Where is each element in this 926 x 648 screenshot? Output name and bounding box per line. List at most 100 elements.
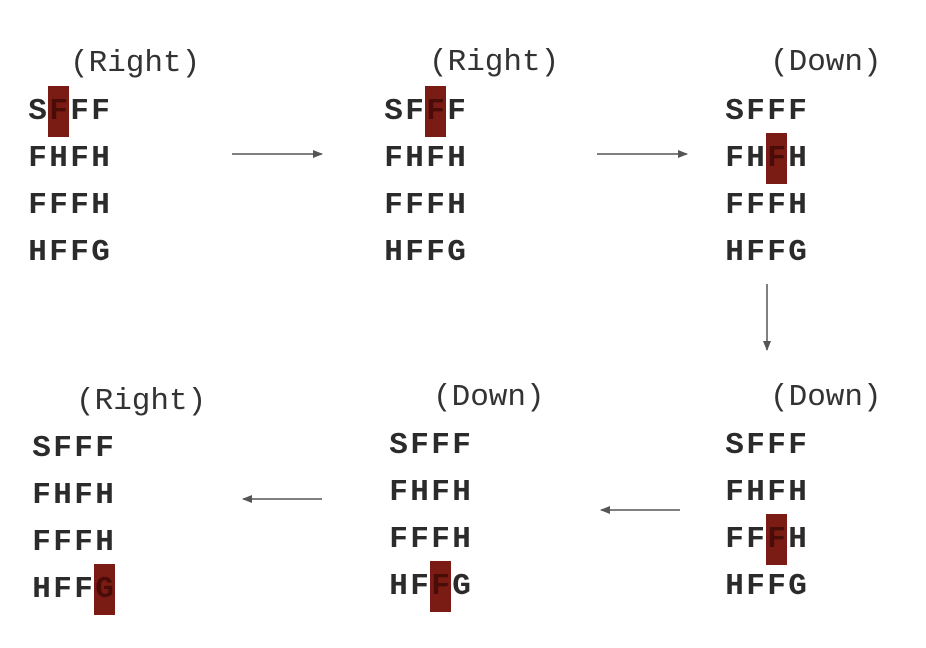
grid-cell: F (725, 522, 744, 557)
grid-cell: S (28, 94, 47, 129)
grid-cell: G (788, 569, 807, 604)
grid-cell: H (452, 475, 471, 510)
step-2-action: (Right) (429, 45, 560, 80)
grid-cell: S (389, 428, 408, 463)
grid-cell: F (725, 141, 744, 176)
grid-cell: F (95, 431, 114, 466)
grid-cell: F (384, 141, 403, 176)
grid-cell: H (788, 188, 807, 223)
agent-position-cell: F (430, 563, 451, 610)
grid-cell: F (70, 235, 89, 270)
grid-cell: F (28, 141, 47, 176)
step-4-action: (Down) (770, 380, 882, 415)
grid-cell: S (725, 94, 744, 129)
grid-cell: F (49, 235, 68, 270)
grid-cell: F (431, 522, 450, 557)
grid-cell: H (725, 235, 744, 270)
grid-cell: F (426, 188, 445, 223)
grid-cell: F (788, 94, 807, 129)
grid-cell: S (32, 431, 51, 466)
grid-cell: F (49, 188, 68, 223)
grid-cell: F (788, 428, 807, 463)
grid-cell: F (746, 428, 765, 463)
grid-cell: F (410, 428, 429, 463)
grid-cell: F (426, 235, 445, 270)
grid-cell: H (452, 522, 471, 557)
grid-cell: F (410, 569, 429, 604)
grid-cell: F (70, 141, 89, 176)
grid-cell: H (725, 569, 744, 604)
grid-cell: F (746, 569, 765, 604)
agent-position-cell: F (425, 88, 446, 135)
grid-cell: F (431, 428, 450, 463)
step-1-action: (Right) (70, 46, 201, 81)
grid-cell: F (74, 478, 93, 513)
step-5-action: (Down) (433, 380, 545, 415)
grid-cell: F (74, 431, 93, 466)
grid-cell: F (53, 525, 72, 560)
grid-cell: F (405, 188, 424, 223)
grid-cell: H (410, 475, 429, 510)
grid-cell: F (767, 94, 786, 129)
grid-cell: H (788, 141, 807, 176)
grid-cell: H (49, 141, 68, 176)
step-3-action: (Down) (770, 45, 882, 80)
grid-cell: H (389, 569, 408, 604)
grid-cell: S (725, 428, 744, 463)
grid-cell: F (426, 141, 445, 176)
grid-cell: F (91, 94, 110, 129)
grid-cell: F (74, 572, 93, 607)
grid-cell: H (384, 235, 403, 270)
grid-cell: F (767, 569, 786, 604)
grid-cell: H (91, 188, 110, 223)
grid-cell: F (32, 478, 51, 513)
grid-cell: F (725, 188, 744, 223)
agent-position-cell: F (766, 516, 787, 563)
grid-cell: F (725, 475, 744, 510)
grid-cell: H (95, 525, 114, 560)
grid-cell: F (746, 235, 765, 270)
grid-cell: F (767, 235, 786, 270)
grid-cell: F (746, 94, 765, 129)
grid-cell: G (447, 235, 466, 270)
grid-cell: H (788, 522, 807, 557)
grid-cell: G (91, 235, 110, 270)
grid-cell: F (28, 188, 47, 223)
grid-cell: F (746, 522, 765, 557)
grid-cell: H (405, 141, 424, 176)
grid-cell: H (95, 478, 114, 513)
grid-cell: G (452, 569, 471, 604)
grid-cell: H (91, 141, 110, 176)
grid-cell: G (788, 235, 807, 270)
grid-cell: F (389, 475, 408, 510)
grid-cell: F (452, 428, 471, 463)
grid-cell: H (746, 141, 765, 176)
agent-position-cell: F (766, 135, 787, 182)
agent-position-cell: G (94, 566, 115, 613)
grid-cell: S (384, 94, 403, 129)
grid-cell: F (53, 572, 72, 607)
